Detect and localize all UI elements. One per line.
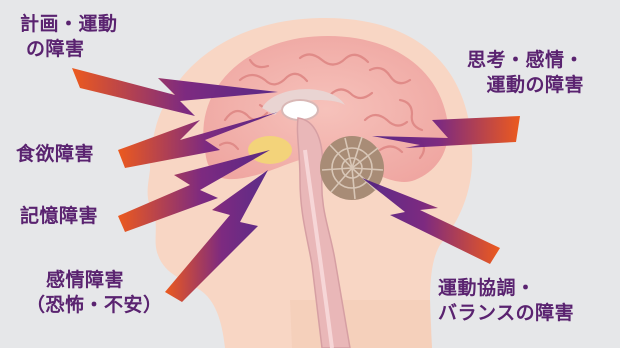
bolts-left <box>72 68 278 302</box>
label-planning-line2: の障害 <box>26 38 85 60</box>
label-coordination-line2: バランスの障害 <box>438 302 575 324</box>
thalamus <box>281 99 319 121</box>
bolt-planning <box>72 68 278 116</box>
bolt-appetite <box>118 112 278 168</box>
label-appetite: 食欲障害 <box>16 142 94 167</box>
brain-stem <box>296 117 351 348</box>
label-appetite-line1: 食欲障害 <box>16 143 95 165</box>
bolt-coordination <box>362 178 500 264</box>
label-thinking: 思考・感情・ 運動の障害 <box>467 48 584 98</box>
label-planning-line1: 計画・運動 <box>20 13 118 35</box>
label-coordination: 運動協調・ バランスの障害 <box>438 276 574 326</box>
label-memory: 記憶障害 <box>20 204 98 229</box>
label-planning-motor: 計画・運動 の障害 <box>20 12 118 62</box>
neck-shade <box>290 300 432 348</box>
bolt-thinking <box>372 116 520 148</box>
label-coordination-line1: 運動協調・ <box>438 277 536 299</box>
corpus-callosum <box>262 89 345 115</box>
label-thinking-line1: 思考・感情・ <box>466 49 584 71</box>
label-thinking-line2: 運動の障害 <box>486 74 584 96</box>
label-emotion-line2: （恐怖・不安） <box>26 294 163 316</box>
label-memory-line1: 記憶障害 <box>20 205 99 227</box>
bolt-emotion <box>165 170 268 302</box>
label-emotion: 感情障害 （恐怖・不安） <box>26 268 163 318</box>
label-emotion-line1: 感情障害 <box>46 269 125 291</box>
bolt-memory <box>118 150 270 232</box>
bolts-right <box>362 116 520 264</box>
